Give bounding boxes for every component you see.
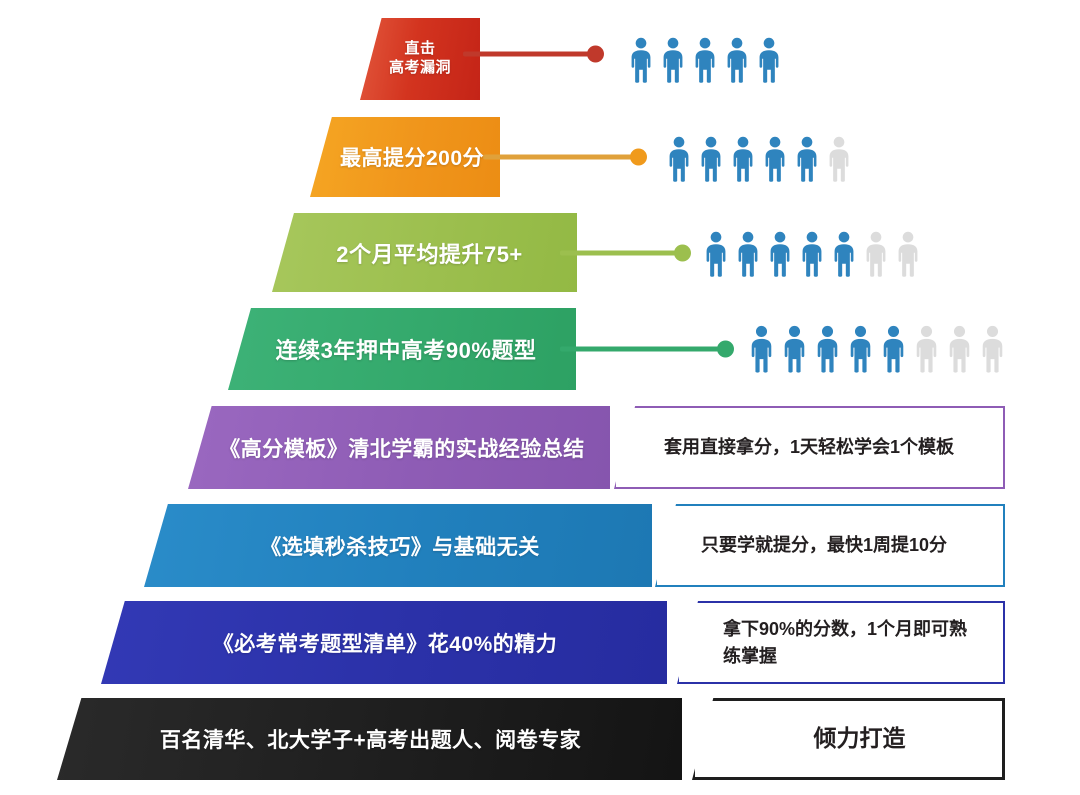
level-7-callout-text: 拿下90%的分数，1个月即可熟练掌握 (723, 619, 968, 666)
person-icon (814, 318, 841, 380)
person-icon (735, 224, 761, 284)
level-1-connector-line (463, 51, 593, 57)
level-4-shape (228, 308, 576, 390)
level-2-connector-dot (630, 148, 647, 166)
level-2-shape (310, 117, 500, 197)
level-4-connector-dot (717, 340, 734, 358)
level-7-shape (101, 601, 667, 684)
person-icon (666, 130, 692, 188)
level-2-people-group (666, 128, 852, 188)
level-4-connector-line (560, 346, 723, 352)
level-5-callout-text: 套用直接拿分，1天轻松学会1个模板 (664, 437, 955, 458)
level-2-connector-line (483, 154, 636, 160)
person-icon (847, 318, 874, 380)
level-8-callout-text: 倾力打造 (813, 725, 906, 752)
level-3-shape (272, 213, 577, 292)
level-5-label: 《高分模板》清北学霸的实战经验总结 (219, 437, 585, 461)
level-6-callout-text: 只要学就提分，最快1周提10分 (701, 535, 948, 556)
level-7-label: 《必考常考题型清单》花40%的精力 (212, 632, 558, 656)
level-1-shape (360, 18, 480, 100)
person-icon (698, 130, 724, 188)
level-7-callout-box (677, 601, 1005, 684)
level-1-people-group (628, 28, 782, 90)
level-1-label: 直击 高考漏洞 (389, 40, 451, 78)
level-1-label-line-2: 高考漏洞 (388, 59, 451, 76)
person-icon (913, 318, 940, 380)
level-3-connector (560, 244, 705, 262)
level-6-callout-box (655, 504, 1005, 587)
person-icon (692, 30, 718, 90)
person-icon (946, 318, 973, 380)
level-8-callout-box (692, 698, 1005, 780)
level-2-connector (483, 148, 658, 166)
person-icon (724, 30, 750, 90)
pyramid-level-4[interactable]: 连续3年押中高考90%题型 (228, 308, 576, 390)
level-8-label: 百名清华、北大学子+高考出题人、阅卷专家 (159, 729, 582, 752)
person-icon (703, 224, 729, 284)
person-icon (863, 224, 889, 284)
pyramid-level-8[interactable]: 百名清华、北大学子+高考出题人、阅卷专家 (57, 698, 682, 780)
person-icon (826, 130, 852, 188)
person-icon (895, 224, 921, 284)
pyramid-level-7[interactable]: 《必考常考题型清单》花40%的精力 (101, 601, 667, 684)
level-3-connector-line (560, 250, 680, 256)
level-1-connector (463, 45, 608, 63)
level-4-people-group (748, 316, 1006, 380)
level-5-callout-box (614, 406, 1005, 489)
level-2-label: 最高提分200分 (339, 147, 485, 170)
person-icon (660, 30, 686, 90)
person-icon (628, 30, 654, 90)
level-3-label: 2个月平均提升75+ (336, 241, 523, 267)
person-icon (831, 224, 857, 284)
level-3-connector-dot (674, 244, 691, 262)
person-icon (748, 318, 775, 380)
level-5-callout[interactable]: 套用直接拿分，1天轻松学会1个模板 (614, 406, 1005, 489)
person-icon (979, 318, 1006, 380)
level-4-connector (560, 340, 745, 358)
person-icon (880, 318, 907, 380)
level-6-callout[interactable]: 只要学就提分，最快1周提10分 (655, 504, 1005, 587)
person-icon (781, 318, 808, 380)
level-8-shape (57, 698, 682, 780)
level-4-label: 连续3年押中高考90%题型 (275, 338, 537, 363)
level-8-callout[interactable]: 倾力打造 (692, 698, 1005, 780)
person-icon (799, 224, 825, 284)
level-5-shape (188, 406, 610, 489)
pyramid-level-1[interactable]: 直击 高考漏洞 (360, 18, 480, 100)
person-icon (756, 30, 782, 90)
level-3-people-group (703, 222, 921, 284)
level-7-callout[interactable]: 拿下90%的分数，1个月即可熟练掌握 (677, 601, 1005, 684)
level-1-label-line-1: 直击 (404, 40, 436, 58)
person-icon (767, 224, 793, 284)
level-1-connector-dot (587, 45, 604, 63)
pyramid-level-5[interactable]: 《高分模板》清北学霸的实战经验总结 (188, 406, 610, 489)
pyramid-level-3[interactable]: 2个月平均提升75+ (272, 213, 577, 292)
level-6-label: 《选填秒杀技巧》与基础无关 (260, 535, 540, 559)
person-icon (730, 130, 756, 188)
level-6-shape (144, 504, 652, 587)
pyramid-level-2[interactable]: 最高提分200分 (310, 117, 500, 197)
pyramid-level-6[interactable]: 《选填秒杀技巧》与基础无关 (144, 504, 652, 587)
person-icon (794, 130, 820, 188)
person-icon (762, 130, 788, 188)
